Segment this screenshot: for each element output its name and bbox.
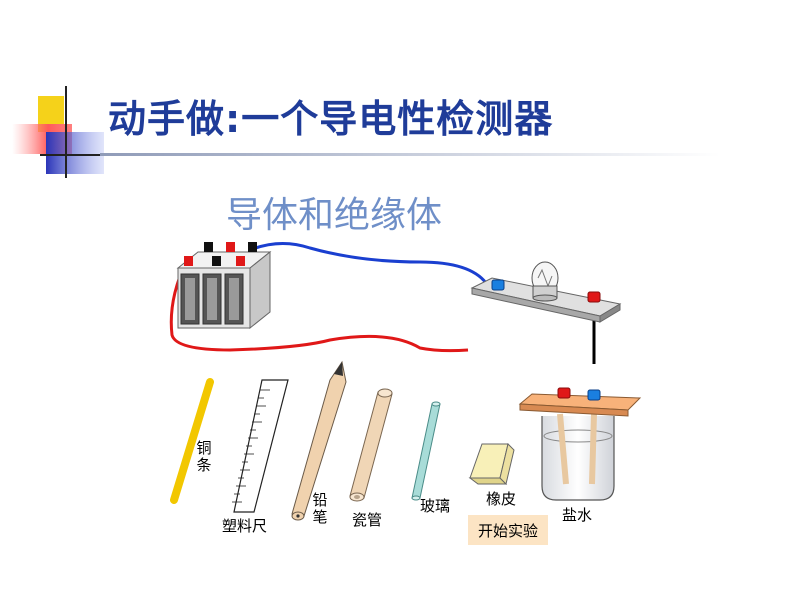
eraser [468,443,515,485]
terminal-negative [212,256,221,266]
beaker-blue-terminal [587,389,601,401]
red-terminal [587,291,601,303]
start-experiment-button[interactable]: 开始实验 [468,515,548,545]
page-subtitle: 导体和绝缘体 [226,195,443,236]
electrode-left [557,413,569,485]
plastic-ruler [232,379,289,513]
terminal-positive [236,256,245,266]
label-glass: 玻璃 [420,497,451,515]
label-eraser: 橡皮 [486,490,517,508]
salt-water-beaker [518,387,642,501]
electrode-right [589,413,597,485]
label-porcelain-tube: 瓷管 [352,511,383,529]
terminal-negative [204,242,213,252]
page-title: 动手做:一个导电性检测器 [108,97,554,141]
logo-blue-block [46,132,104,174]
bulb-board [470,261,622,323]
terminal-positive [226,242,235,252]
blue-terminal [491,279,505,291]
beaker-red-terminal [557,387,571,399]
label-plastic-ruler: 塑料尺 [222,517,268,535]
terminal-negative [248,242,257,252]
terminal-positive [184,256,193,266]
header-logo-decoration [12,86,104,178]
pencil [291,360,347,521]
title-underline [100,153,720,156]
label-pencil: 铅笔 [312,491,328,526]
porcelain-tube [349,388,393,502]
label-salt-water: 盐水 [562,506,593,524]
blue-wire [249,242,488,284]
red-wire [169,261,469,353]
battery-pack [176,242,272,330]
label-copper: 铜条 [196,439,212,474]
glass-rod [411,401,441,501]
copper-bar [170,378,214,504]
